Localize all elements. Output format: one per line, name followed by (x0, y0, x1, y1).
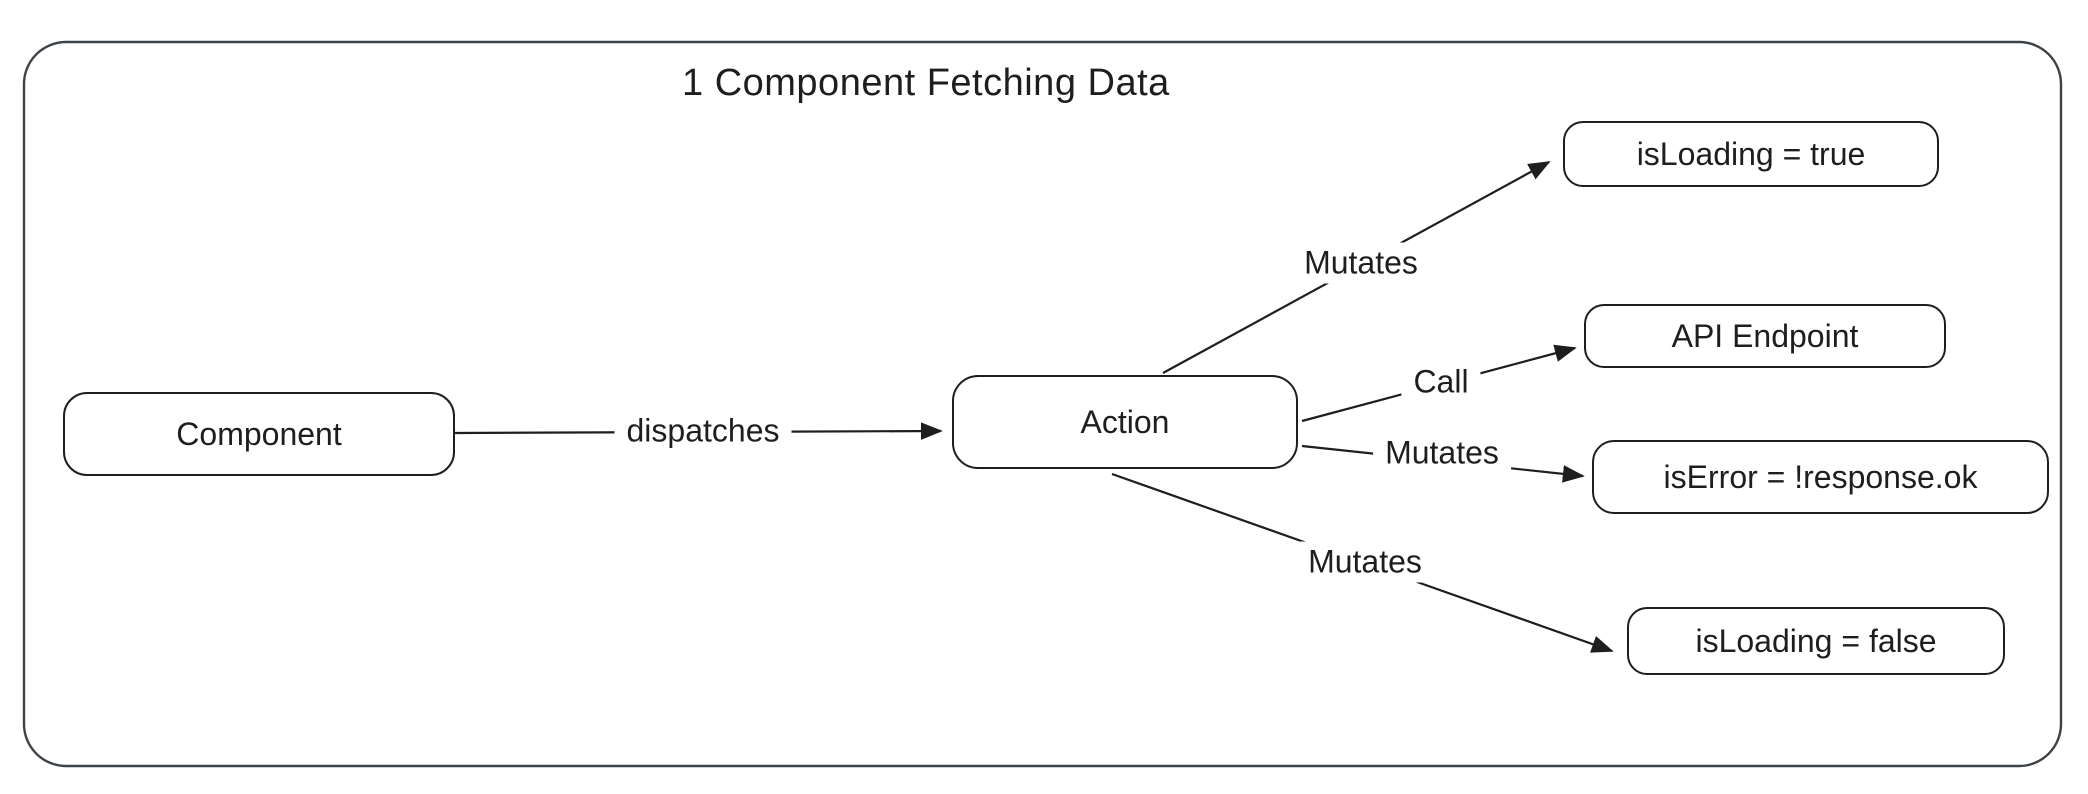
edge-label-mutates-mid: Mutates (1373, 432, 1511, 474)
node-api-endpoint[interactable]: API Endpoint (1584, 304, 1946, 368)
edge-label-mutates-top: Mutates (1292, 242, 1430, 284)
edge-label-call: Call (1401, 361, 1481, 403)
node-isloading-false-label: isLoading = false (1695, 622, 1937, 659)
node-iserror-label: isError = !response.ok (1663, 458, 1978, 495)
edge-label-dispatches: dispatches (614, 410, 792, 452)
outer-frame (22, 40, 2063, 768)
node-api-endpoint-label: API Endpoint (1671, 317, 1859, 354)
node-component[interactable]: Component (63, 392, 455, 476)
node-isloading-true[interactable]: isLoading = true (1563, 121, 1939, 187)
node-action[interactable]: Action (952, 375, 1298, 469)
node-component-label: Component (176, 415, 342, 452)
edge-label-mutates-bottom: Mutates (1296, 541, 1434, 583)
node-isloading-false[interactable]: isLoading = false (1627, 607, 2005, 675)
node-iserror[interactable]: isError = !response.ok (1592, 440, 2049, 514)
node-action-label: Action (1080, 403, 1170, 440)
diagram-title: 1 Component Fetching Data (682, 62, 1170, 104)
node-isloading-true-label: isLoading = true (1636, 135, 1866, 172)
